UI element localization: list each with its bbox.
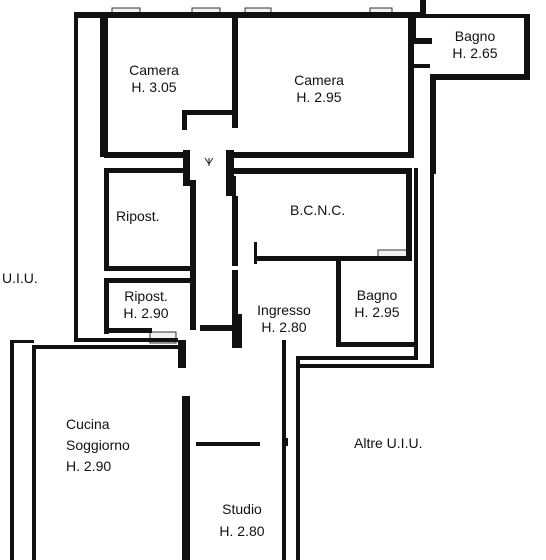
door-marks — [204, 157, 214, 166]
bcnc-name: B.C.N.C. — [290, 202, 346, 218]
ingresso-name: Ingresso — [257, 302, 311, 318]
ripost-1-name: Ripost. — [116, 208, 160, 224]
camera-2-height: H. 2.95 — [296, 89, 342, 105]
bagno-2-name: Bagno — [356, 287, 398, 303]
camera-1-label: Camera H. 3.05 — [112, 62, 196, 96]
interior-walls — [104, 18, 416, 560]
camera-2-name: Camera — [294, 72, 344, 88]
camera-1-height: H. 3.05 — [131, 79, 177, 95]
cucina-name-2: Soggiorno — [66, 437, 130, 453]
cucina-height: H. 2.90 — [66, 458, 112, 474]
outer-walls — [10, 0, 530, 560]
ripost-1-label: Ripost. — [116, 208, 160, 225]
uiu-left-label: U.I.U. — [2, 270, 38, 287]
studio-label: Studio H. 2.80 — [206, 498, 278, 542]
ingresso-height: H. 2.80 — [261, 319, 307, 335]
ingresso-label: Ingresso H. 2.80 — [244, 302, 324, 336]
bagno-2-height: H. 2.95 — [354, 304, 400, 320]
camera-1-name: Camera — [129, 62, 179, 78]
bagno-1-height: H. 2.65 — [452, 45, 498, 61]
ripost-2-height: H. 2.90 — [123, 305, 169, 321]
altre-uiu-name: Altre U.I.U. — [354, 435, 423, 451]
ripost-2-name: Ripost. — [124, 288, 168, 304]
camera-2-label: Camera H. 2.95 — [276, 72, 362, 106]
cucina-name-1: Cucina — [66, 416, 110, 432]
bagno-1-label: Bagno H. 2.65 — [440, 28, 510, 62]
bagno-1-name: Bagno — [454, 28, 496, 44]
uiu-left-name: U.I.U. — [2, 270, 38, 286]
cucina-label: Cucina Soggiorno H. 2.90 — [66, 414, 130, 477]
bcnc-label: B.C.N.C. — [290, 202, 345, 219]
ripost-2-label: Ripost. H. 2.90 — [108, 288, 184, 322]
bagno-2-label: Bagno H. 2.95 — [342, 287, 412, 321]
studio-height: H. 2.80 — [219, 523, 265, 539]
altre-uiu-label: Altre U.I.U. — [354, 435, 422, 452]
studio-name: Studio — [222, 501, 262, 517]
